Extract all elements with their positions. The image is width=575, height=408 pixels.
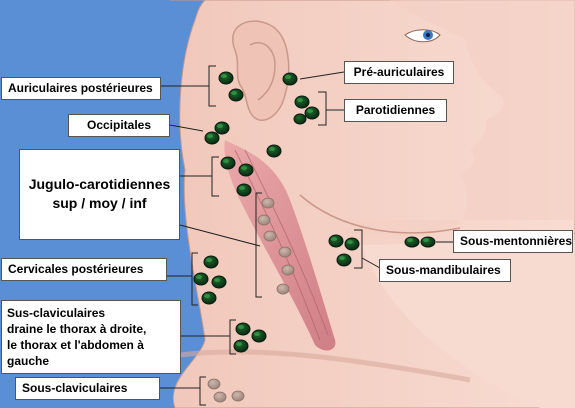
jaw-line	[299, 194, 461, 234]
node-occipital-2	[204, 131, 220, 145]
node-sous-ment-1	[404, 236, 420, 248]
sternocleidomastoid-muscle	[224, 140, 336, 351]
label-sous-claviculaires: Sous-claviculaires	[15, 377, 160, 400]
node-cerv-post-1	[203, 255, 219, 269]
clavicle	[179, 349, 471, 383]
label-jugulo-line2: sup / moy / inf	[52, 195, 147, 211]
leader-lines	[160, 65, 453, 406]
node-deep-5	[281, 264, 295, 276]
ear-inner	[249, 42, 276, 101]
node-auric-post-2	[228, 88, 244, 102]
node-parotid-1	[294, 95, 310, 109]
label-sus-clav-line2: draine le thorax à droite,	[7, 322, 147, 336]
label-sus-claviculaires-description: Sus-claviculaires draine le thorax à dro…	[1, 300, 181, 374]
node-jugulo-1	[266, 144, 282, 158]
node-sus-clav-1	[235, 322, 251, 336]
node-deep-4	[278, 246, 292, 258]
neck-front	[360, 240, 575, 408]
lymph-node-highlights	[196, 74, 429, 346]
label-sus-clav-line3: le thorax et l'abdomen à gauche	[7, 338, 144, 368]
node-deep-1	[261, 197, 275, 209]
node-cerv-post-4	[201, 291, 217, 305]
node-parotid-2	[304, 106, 320, 120]
node-cerv-post-2	[193, 272, 209, 286]
label-pre-auriculaires: Pré-auriculaires	[344, 61, 454, 84]
ear	[232, 20, 290, 121]
node-deep-2	[257, 214, 271, 226]
label-auriculaires-posterieures: Auriculaires postérieures	[1, 77, 161, 100]
node-sous-clav-1	[207, 378, 221, 390]
node-deep-3	[263, 230, 277, 242]
node-jugulo-4	[236, 183, 252, 197]
eye-pupil	[426, 33, 430, 37]
face-profile	[300, 0, 575, 239]
node-jugulo-2	[220, 156, 236, 170]
node-cerv-post-3	[211, 275, 227, 289]
node-sous-clav-2	[213, 391, 227, 403]
node-auric-post-1	[218, 71, 234, 85]
muscle-fiber-2	[244, 149, 329, 336]
node-sous-mand-1	[328, 234, 344, 248]
label-jugulo-line1: Jugulo-carotidiennes	[28, 176, 171, 192]
node-sous-mand-3	[336, 253, 352, 267]
node-sous-ment-2	[420, 236, 436, 248]
label-occipitales: Occipitales	[68, 114, 170, 137]
lymph-nodes-deep	[207, 197, 295, 403]
node-sous-clav-3	[231, 390, 245, 402]
label-cervicales-posterieures: Cervicales postérieures	[1, 258, 167, 281]
label-sus-clav-line1: Sus-claviculaires	[7, 306, 106, 320]
node-deep-6	[276, 283, 290, 295]
label-sous-mandibulaires: Sous-mandibulaires	[379, 259, 511, 282]
node-sus-clav-2	[251, 329, 267, 343]
label-sous-mentonnieres: Sous-mentonnières	[453, 230, 573, 253]
node-pre-auric-1	[282, 72, 298, 86]
node-sous-mand-2	[344, 237, 360, 251]
node-occipital-1	[214, 121, 230, 135]
node-jugulo-3	[238, 163, 254, 177]
label-parotidiennes: Parotidiennes	[344, 99, 447, 122]
node-sus-clav-3	[233, 339, 249, 353]
label-jugulo-carotidiennes: Jugulo-carotidiennes sup / moy / inf	[19, 149, 180, 240]
node-parotid-3	[293, 113, 307, 125]
